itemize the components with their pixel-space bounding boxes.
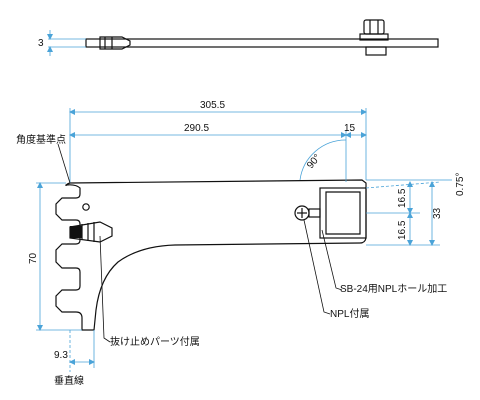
bracket-hole [82, 203, 90, 211]
height-upper-label: 16.5 [397, 188, 408, 208]
height-total-label: 33 [432, 207, 443, 219]
overall-length-label: 305.5 [200, 100, 225, 111]
height-lower-label: 16.5 [397, 220, 408, 240]
bracket-height-label: 70 [28, 252, 39, 264]
angle-ref-label: 角度基準点 [16, 133, 66, 146]
angle-label: 90° [305, 152, 323, 171]
vertical-line-label: 垂直線 [54, 374, 84, 387]
sb24-hole-label: SB-24用NPLホール加工 [340, 283, 447, 295]
top-view-nut [363, 19, 385, 35]
bracket-outline [55, 179, 367, 331]
top-view-slip-stop [99, 36, 131, 50]
slip-stop-label: 抜け止めパーツ付属 [110, 335, 200, 348]
dimensions: 305.5 290.5 15 角度基準点 90° 16.5 16.5 33 0.… [16, 100, 466, 387]
angle-arc [299, 139, 347, 181]
top-view-body [85, 38, 439, 48]
offset-bottom-label: 9.3 [54, 350, 68, 361]
top-view: 3 [38, 19, 439, 56]
reference-length-label: 290.5 [184, 123, 209, 134]
end-offset-label: 15 [344, 123, 356, 134]
npl-plate [319, 187, 367, 239]
thickness-label: 3 [38, 38, 44, 49]
slip-stop-part [69, 221, 113, 243]
npl-attached-label: NPL付属 [330, 307, 369, 320]
tilt-label: 0.75° [455, 173, 466, 196]
